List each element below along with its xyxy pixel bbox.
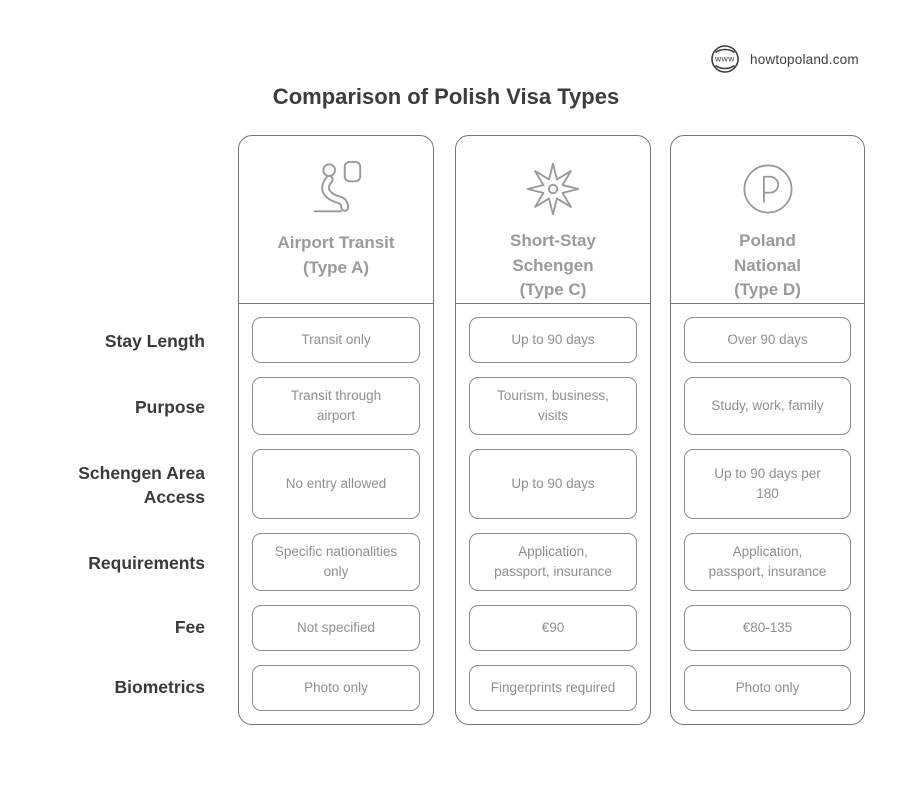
- cell-biometrics: Photo only: [252, 665, 420, 711]
- schengen-star-icon: [523, 153, 583, 225]
- cell-schengen-access: Up to 90 days per 180: [684, 449, 851, 519]
- svg-text:www: www: [714, 54, 735, 64]
- cell-schengen-access: Up to 90 days: [469, 449, 637, 519]
- card-cells: Up to 90 days Tourism, business, visits …: [456, 304, 650, 711]
- cell-fee: €80-135: [684, 605, 851, 651]
- airplane-seat-icon: [305, 153, 367, 227]
- row-label-stay-length: Stay Length: [104, 330, 205, 351]
- row-label-fee: Fee: [174, 616, 205, 637]
- card-header-short-stay-schengen: Short-Stay Schengen (Type C): [456, 136, 650, 304]
- card-title: Airport Transit (Type A): [277, 233, 395, 277]
- card-airport-transit: Airport Transit (Type A) Transit only Tr…: [238, 135, 434, 725]
- brand-name: howtopoland.com: [750, 51, 859, 67]
- card-title: Poland National (Type D): [733, 231, 802, 300]
- cell-biometrics: Photo only: [684, 665, 851, 711]
- cell-requirements: Specific nationalities only: [252, 533, 420, 591]
- brand-logo: www howtopoland.com: [708, 42, 859, 76]
- globe-www-icon: www: [708, 42, 742, 76]
- cell-stay-length: Up to 90 days: [469, 317, 637, 363]
- cell-biometrics: Fingerprints required: [469, 665, 637, 711]
- cell-purpose: Tourism, business, visits: [469, 377, 637, 435]
- row-label-biometrics: Biometrics: [114, 676, 205, 697]
- cell-requirements: Application, passport, insurance: [684, 533, 851, 591]
- cell-stay-length: Over 90 days: [684, 317, 851, 363]
- row-label-requirements: Requirements: [88, 552, 205, 573]
- cell-fee: Not specified: [252, 605, 420, 651]
- card-cells: Transit only Transit through airport No …: [239, 304, 433, 711]
- card-header-poland-national: Poland National (Type D): [671, 136, 864, 304]
- cell-requirements: Application, passport, insurance: [469, 533, 637, 591]
- card-title: Short-Stay Schengen (Type C): [510, 231, 596, 300]
- cell-purpose: Study, work, family: [684, 377, 851, 435]
- card-header-airport-transit: Airport Transit (Type A): [239, 136, 433, 304]
- card-cells: Over 90 days Study, work, family Up to 9…: [671, 304, 864, 711]
- card-short-stay-schengen: Short-Stay Schengen (Type C) Up to 90 da…: [455, 135, 651, 725]
- row-label-purpose: Purpose: [134, 396, 205, 417]
- cell-schengen-access: No entry allowed: [252, 449, 420, 519]
- letter-p-circle-icon: [739, 153, 797, 225]
- page-title: Comparison of Polish Visa Types: [272, 84, 620, 109]
- row-label-schengen-area-access: Schengen Area Access: [78, 462, 205, 507]
- cell-purpose: Transit through airport: [252, 377, 420, 435]
- card-poland-national: Poland National (Type D) Over 90 days St…: [670, 135, 865, 725]
- cell-stay-length: Transit only: [252, 317, 420, 363]
- cell-fee: €90: [469, 605, 637, 651]
